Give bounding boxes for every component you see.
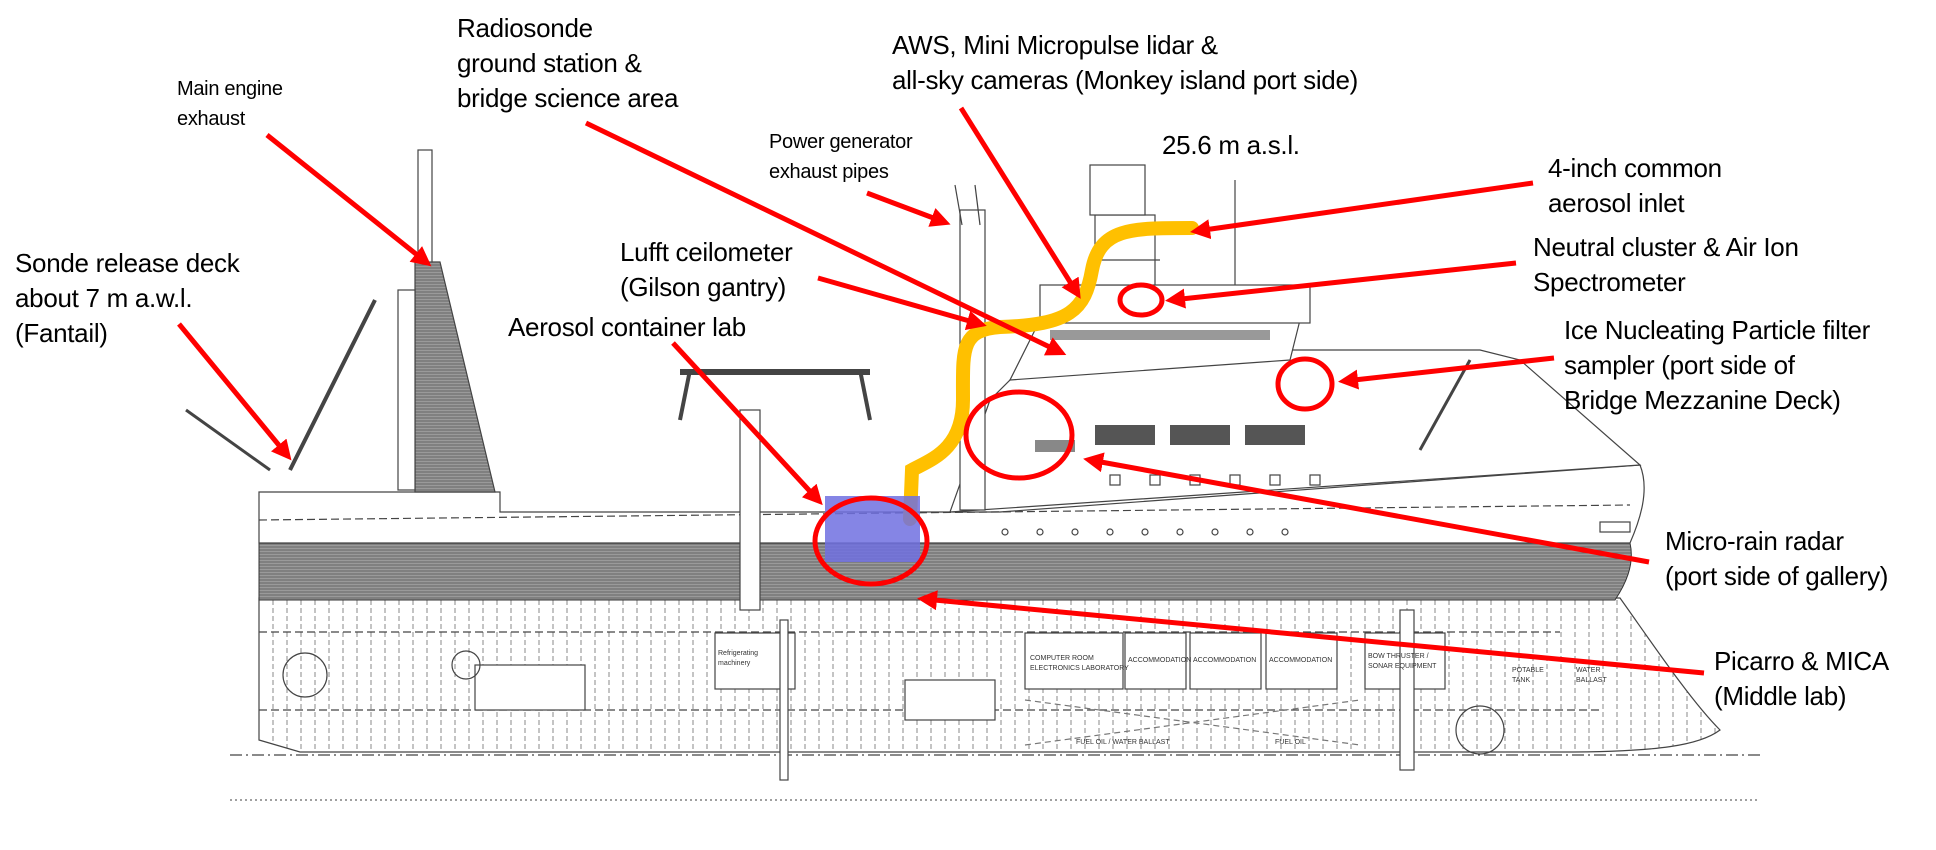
- label-aws: AWS, Mini Micropulse lidar &all-sky came…: [892, 30, 1358, 95]
- arrow-lufft: [817, 275, 987, 331]
- room-labels: COMPUTER ROOM ELECTRONICS LABORATORY ACC…: [718, 650, 1607, 746]
- svg-text:TANK: TANK: [1512, 677, 1530, 684]
- label-micro-rain: Micro-rain radar(port side of gallery): [1665, 526, 1889, 591]
- svg-text:ACCOMMODATION: ACCOMMODATION: [1193, 657, 1256, 664]
- arrow-sonde: [177, 322, 292, 461]
- svg-text:machinery: machinery: [718, 660, 751, 667]
- neutral-cluster-circle: [1117, 282, 1165, 318]
- inp-circle: [1275, 356, 1335, 412]
- lower-hull: [230, 597, 1760, 801]
- arrow-micro-rain: [1083, 452, 1650, 565]
- arrow-inlet: [1190, 180, 1534, 240]
- svg-text:FUEL OIL / WATER BALLAST: FUEL OIL / WATER BALLAST: [1076, 739, 1170, 746]
- arrow-inp: [1338, 355, 1555, 390]
- aerosol-inlet-tube: [903, 221, 1199, 526]
- micro-rain-circle: [963, 389, 1075, 481]
- aerosol-container-circle: [812, 495, 930, 587]
- arrow-main-engine: [265, 133, 432, 267]
- svg-text:ELECTRONICS LABORATORY: ELECTRONICS LABORATORY: [1030, 665, 1129, 672]
- highlight-circles: [812, 282, 1335, 587]
- hull-band: [258, 542, 1632, 601]
- svg-text:Refrigerating: Refrigerating: [718, 650, 758, 657]
- svg-text:POTABLE: POTABLE: [1512, 667, 1544, 674]
- arrow-aerosol-container: [671, 341, 823, 506]
- svg-text:WATER: WATER: [1576, 667, 1601, 674]
- svg-text:COMPUTER ROOM: COMPUTER ROOM: [1030, 655, 1094, 662]
- svg-text:BALLAST: BALLAST: [1576, 677, 1607, 684]
- arrows: [177, 106, 1705, 676]
- svg-text:BOW THRUSTER /: BOW THRUSTER /: [1368, 653, 1429, 660]
- svg-text:ACCOMMODATION: ACCOMMODATION: [1269, 657, 1332, 664]
- arrow-aws: [958, 106, 1081, 299]
- svg-text:FUEL OIL: FUEL OIL: [1275, 739, 1306, 746]
- label-aerosol-container: Aerosol container lab: [508, 312, 746, 342]
- arrow-neutral-cluster: [1165, 260, 1517, 309]
- svg-text:SONAR EQUIPMENT: SONAR EQUIPMENT: [1368, 663, 1437, 670]
- label-picarro: Picarro & MICA(Middle lab): [1714, 646, 1889, 711]
- label-height: 25.6 m a.s.l.: [1162, 130, 1300, 160]
- svg-text:ACCOMMODATION: ACCOMMODATION: [1128, 657, 1191, 664]
- upper-hull: [185, 149, 1645, 611]
- label-lufft: Lufft ceilometer(Gilson gantry): [620, 237, 793, 302]
- arrow-power-generator: [866, 190, 951, 227]
- arrow-picarro: [917, 590, 1705, 676]
